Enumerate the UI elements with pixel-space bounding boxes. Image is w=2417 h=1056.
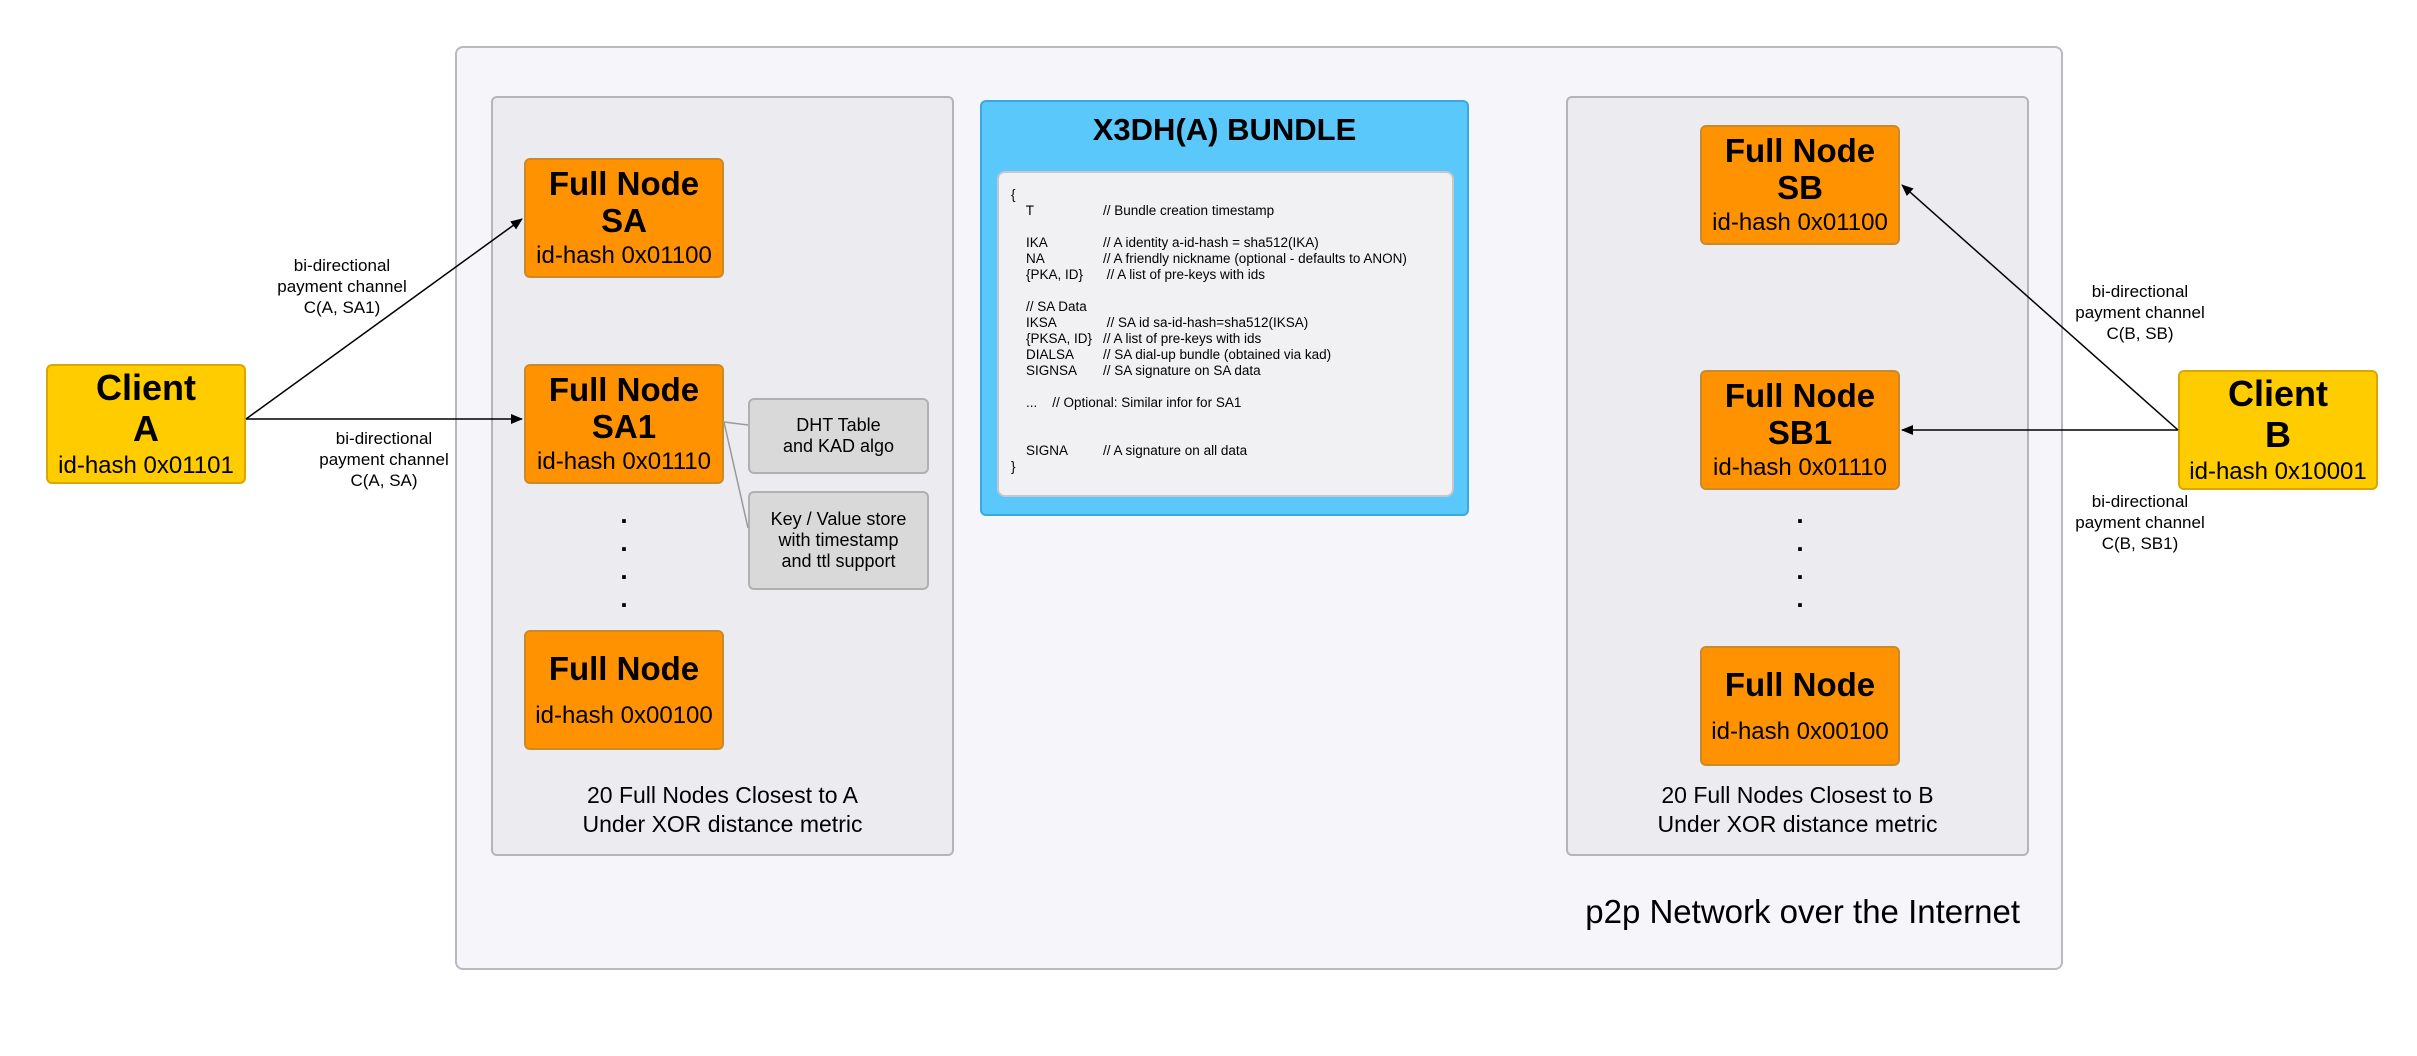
- full-node-sb: Full Node SB id-hash 0x01100: [1700, 125, 1900, 245]
- node-title: Full Node SA: [548, 165, 700, 239]
- node-hash: id-hash 0x01100: [1712, 209, 1888, 236]
- channel-label-b-sb1: bi-directional payment channel C(B, SB1): [2075, 492, 2205, 553]
- channel-label-a-sa: bi-directional payment channel C(A, SA): [319, 429, 449, 490]
- bundle-line-key: SIGNA: [1011, 443, 1069, 458]
- full-node-b-last: Full Node id-hash 0x00100: [1700, 646, 1900, 766]
- bundle-line-comment: // A signature on all data: [1103, 443, 1248, 458]
- bundle-code-box: { T // Bundle creation timestamp IKA // A …: [997, 171, 1454, 497]
- node-hash: id-hash 0x01100: [536, 242, 712, 269]
- full-node-a-last: Full Node id-hash 0x00100: [524, 630, 724, 750]
- group-a-caption: 20 Full Nodes Closest to A Under XOR dis…: [582, 782, 863, 837]
- bundle-line-comment: // SA id sa-id-hash=sha512(IKSA): [1103, 315, 1309, 330]
- bundle-line-key: DIALSA: [1011, 347, 1075, 362]
- dht-table-box: DHT Table and KAD algo: [748, 398, 929, 474]
- bundle-title: X3DH(A) BUNDLE: [1092, 112, 1357, 147]
- bundle-line-comment: // SA signature on SA data: [1103, 363, 1261, 378]
- client-title: Client B: [2227, 373, 2328, 455]
- client-title: Client A: [95, 367, 196, 449]
- bundle-line-key: // SA Data: [1011, 299, 1087, 314]
- bundle-line-key: T: [1011, 203, 1035, 218]
- bundle-line-key: {PKSA, ID}: [1011, 331, 1093, 346]
- full-node-sb1: Full Node SB1 id-hash 0x01110: [1700, 370, 1900, 490]
- bundle-line-key: {: [1011, 187, 1016, 202]
- bundle-line-key: {PKA, ID}: [1011, 267, 1084, 282]
- kv-connector: [723, 421, 749, 529]
- network-caption: p2p Network over the Internet: [1585, 893, 2020, 930]
- channel-label-a-sa1: bi-directional payment channel C(A, SA1): [277, 256, 407, 317]
- ellipsis-dots: . . . .: [620, 499, 628, 613]
- node-title: Full Node SA1: [548, 371, 700, 445]
- bundle-line-key: NA: [1011, 251, 1045, 266]
- client-a: Client A id-hash 0x01101: [46, 364, 246, 484]
- bundle-line-key: IKA: [1011, 235, 1048, 250]
- full-node-sa1: Full Node SA1 id-hash 0x01110: [524, 364, 724, 484]
- channel-arrow-b-sb: [1901, 184, 2179, 431]
- node-title: Full Node SB: [1724, 132, 1876, 206]
- bundle-line-comment: // A list of pre-keys with ids: [1103, 267, 1266, 282]
- bundle-line-key: }: [1011, 459, 1016, 474]
- bundle-line-comment: // A list of pre-keys with ids: [1103, 331, 1262, 346]
- dht-connector: [723, 421, 749, 426]
- bundle-line-comment: // A friendly nickname (optional - defau…: [1103, 251, 1407, 266]
- bundle-line-key: SIGNSA: [1011, 363, 1078, 378]
- channel-arrow-a-sa1: [245, 218, 523, 420]
- bundle-line-key: IKSA: [1011, 315, 1057, 330]
- bundle-line-comment: // SA dial-up bundle (obtained via kad): [1103, 347, 1332, 362]
- bundle-line-comment: // A identity a-id-hash = sha512(IKA): [1103, 235, 1319, 250]
- group-b-caption: 20 Full Nodes Closest to B Under XOR dis…: [1657, 782, 1938, 837]
- node-title: Full Node: [548, 649, 700, 687]
- node-hash: id-hash 0x01110: [1713, 454, 1887, 481]
- channel-label-b-sb: bi-directional payment channel C(B, SB): [2075, 282, 2205, 343]
- node-hash: id-hash 0x01110: [537, 448, 711, 475]
- node-hash: id-hash 0x00100: [1711, 717, 1889, 745]
- bundle-line-comment: // Bundle creation timestamp: [1103, 203, 1275, 218]
- bundle-line-key: ... // Optional: Similar infor for SA1: [1011, 395, 1242, 410]
- client-b: Client B id-hash 0x10001: [2178, 370, 2378, 490]
- node-title: Full Node SB1: [1724, 377, 1876, 451]
- full-node-sa: Full Node SA id-hash 0x01100: [524, 158, 724, 278]
- node-title: Full Node: [1724, 665, 1876, 703]
- client-hash: id-hash 0x01101: [58, 452, 234, 479]
- key-value-store-box: Key / Value store with timestamp and ttl…: [748, 491, 929, 590]
- ellipsis-dots: . . . .: [1796, 499, 1804, 613]
- client-hash: id-hash 0x10001: [2189, 458, 2367, 485]
- node-hash: id-hash 0x00100: [535, 701, 713, 729]
